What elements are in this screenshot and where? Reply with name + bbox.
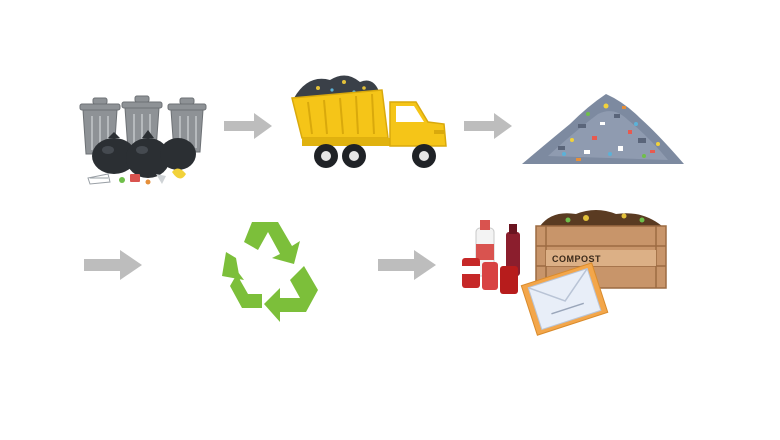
flow-arrow-4 (378, 248, 438, 282)
flow-arrow-2 (464, 111, 514, 141)
recycle-symbol-icon (208, 216, 328, 328)
compost-label: COMPOST (552, 254, 601, 264)
flow-arrow-1 (224, 111, 274, 141)
compost-and-recyclables-icon: COMPOST (456, 204, 678, 336)
garbage-bins-icon (78, 88, 208, 196)
landfill-pile-icon (518, 84, 688, 168)
flow-arrow-3 (84, 248, 144, 282)
dump-truck-icon (288, 68, 454, 176)
